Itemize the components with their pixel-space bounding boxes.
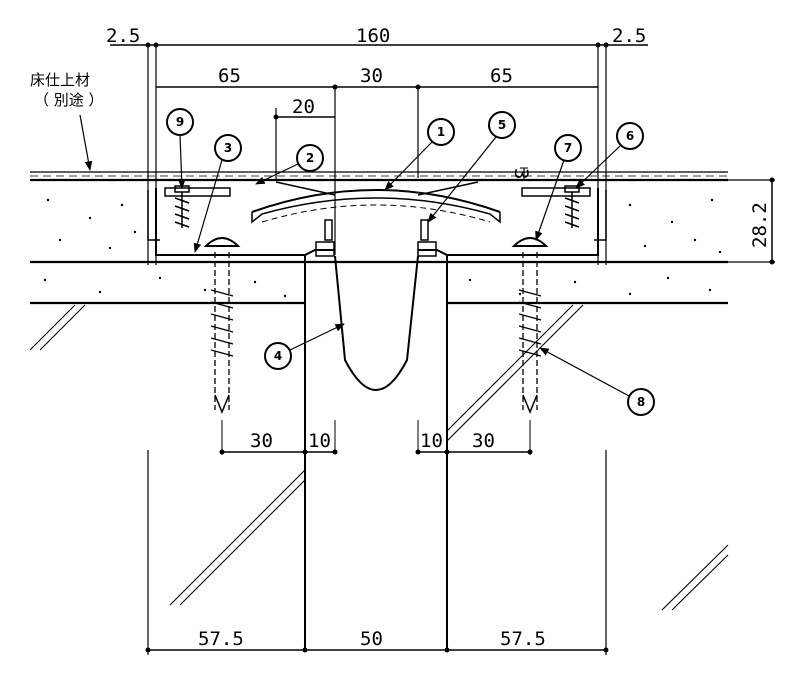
dim-left-edge-gap: 10 [308, 430, 331, 452]
callout-1 [427, 118, 455, 146]
callout-label-3: 3 [224, 141, 232, 155]
callout-6 [616, 122, 644, 150]
callout-label-1: 1 [437, 125, 445, 139]
note-line-1: 床仕上材 [30, 71, 90, 89]
callout-label-5: 5 [498, 118, 506, 132]
dim-side-height: 28.2 [749, 202, 771, 248]
bottom-dimensions: 57.5 50 57.5 [145, 450, 609, 655]
dim-bottom-center: 50 [360, 628, 383, 650]
callout-2 [296, 144, 324, 172]
dim-bottom-right: 57.5 [500, 628, 546, 650]
callout-label-4: 4 [274, 349, 282, 363]
anchors [174, 185, 580, 414]
dim-anchor-offset-left: 20 [292, 96, 315, 118]
callouts: 9 3 2 1 5 7 6 4 8 [166, 108, 655, 416]
dim-right-anchor-spacing: 30 [472, 430, 495, 452]
callout-label-8: 8 [637, 395, 645, 409]
floor-finish-note: 床仕上材 （ 別途 ） [30, 71, 104, 171]
callout-4 [264, 342, 292, 370]
dim-left-cover: 65 [218, 65, 241, 87]
callout-label-9: 9 [176, 115, 184, 129]
callout-label-6: 6 [626, 129, 634, 143]
dim-right-cover: 65 [490, 65, 513, 87]
callout-8 [627, 388, 655, 416]
lower-dimensions: 30 10 10 30 [219, 420, 533, 455]
dim-center-rise: 3 [510, 168, 532, 179]
callout-label-2: 2 [306, 151, 314, 165]
dim-top-margin-right: 2.5 [612, 25, 646, 47]
callout-label-7: 7 [564, 141, 572, 155]
dim-top-total: 160 [356, 25, 390, 47]
callout-7 [554, 134, 582, 162]
floor-layers [29, 171, 729, 611]
side-dimensions: 28.2 3 [510, 167, 775, 265]
dim-bottom-left: 57.5 [198, 628, 244, 650]
note-line-2: （ 別途 ） [34, 91, 104, 109]
dim-top-margin-left: 2.5 [106, 25, 140, 47]
dim-center-gap: 30 [360, 65, 383, 87]
callout-5 [488, 111, 516, 139]
dim-left-anchor-spacing: 30 [250, 430, 273, 452]
dim-right-edge-gap: 10 [420, 430, 443, 452]
callout-3 [214, 134, 242, 162]
top-dimensions: 2.5 160 2.5 65 30 65 20 [106, 25, 648, 265]
